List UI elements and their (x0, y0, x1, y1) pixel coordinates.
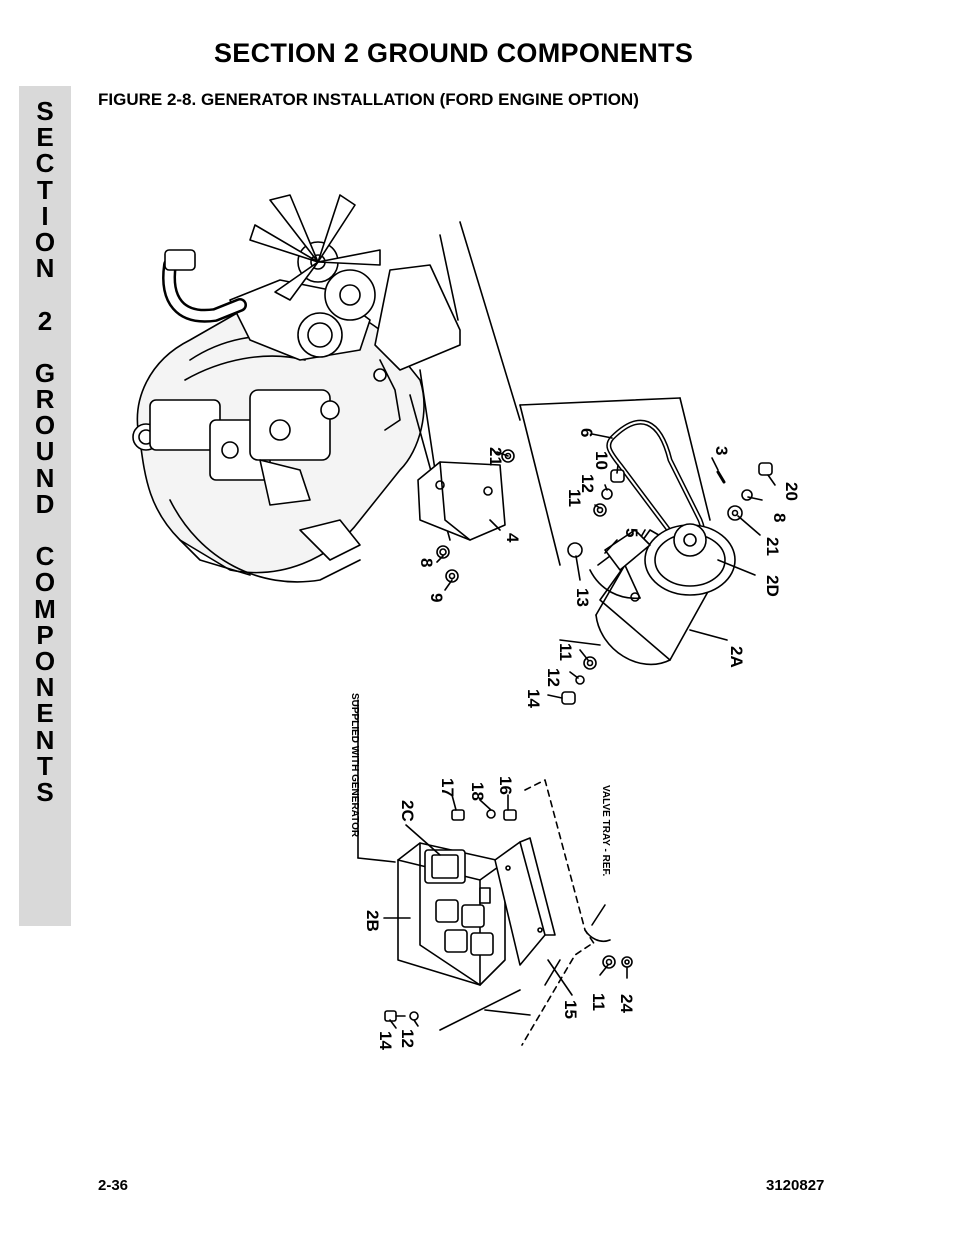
callout-9: 9 (427, 593, 446, 602)
figure-title: FIGURE 2-8. GENERATOR INSTALLATION (FORD… (98, 90, 639, 109)
side-tab-letter: U (35, 436, 55, 467)
section-title: SECTION 2 GROUND COMPONENTS (214, 38, 694, 68)
callout-18: 18 (468, 782, 487, 801)
callout-11a: 11 (565, 489, 584, 507)
side-tab-letter: S (36, 96, 54, 126)
supplied-with-generator-note: SUPPLIED WITH GENERATOR (349, 693, 360, 838)
page-number: 2-36 (98, 1177, 129, 1194)
callout-21b: 21 (763, 537, 782, 556)
callout-21a: 21 (486, 447, 505, 466)
callout-3: 3 (712, 446, 731, 455)
side-tab-letter: S (36, 776, 54, 807)
side-tab-letter: N (35, 724, 55, 755)
side-tab-letter: G (34, 357, 56, 388)
side-tab-letter: O (34, 645, 56, 676)
callout-15: 15 (561, 1000, 580, 1019)
side-tab-letter: O (34, 567, 56, 598)
side-tab-letter: N (35, 672, 55, 703)
callout-12a: 12 (578, 474, 597, 493)
valve-tray-ref-note: VALVE TRAY - REF. (600, 785, 611, 877)
callout-12c: 12 (398, 1029, 417, 1048)
callout-6: 6 (577, 428, 596, 437)
mounting-bracket-4 (417, 461, 506, 541)
callout-4: 4 (503, 533, 522, 543)
callout-2d: 2D (763, 575, 782, 597)
side-tab-letter: C (35, 541, 55, 572)
callout-10: 10 (592, 451, 611, 470)
callout-24: 24 (617, 994, 636, 1013)
side-tab-letter: C (35, 148, 55, 179)
side-tab-letter: E (36, 698, 54, 729)
side-tab-letter: 2 (37, 305, 53, 336)
document-number: 3120827 (766, 1177, 825, 1194)
callout-2b: 2B (363, 910, 382, 932)
side-tab-letter: T (37, 174, 53, 205)
side-tab-letter: I (41, 200, 49, 231)
callout-13: 13 (573, 588, 592, 607)
callout-2a: 2A (727, 646, 746, 668)
callout-11b: 11 (556, 643, 575, 661)
callout-12b: 12 (544, 668, 563, 687)
side-tab-letter: O (34, 226, 56, 257)
side-tab-letter: T (37, 750, 53, 781)
side-tab-letter: D (35, 488, 55, 519)
engine-illustration (132, 194, 461, 583)
callout-14a: 14 (524, 689, 543, 708)
side-tab-letter: E (36, 122, 54, 153)
callout-17: 17 (438, 778, 457, 797)
side-tab-letter: R (35, 384, 55, 415)
outlet-box-2b (397, 842, 506, 986)
callout-11c: 11 (589, 993, 608, 1011)
callout-16: 16 (496, 776, 515, 795)
callout-20: 20 (782, 482, 801, 501)
side-tab-letter: M (34, 593, 56, 624)
side-tab-letter: N (35, 462, 55, 493)
side-tab-letter: O (34, 410, 56, 441)
callout-14b: 14 (376, 1031, 395, 1050)
callout-8a: 8 (770, 513, 789, 522)
callout-2c: 2C (398, 800, 417, 822)
callout-8b: 8 (417, 558, 436, 567)
side-tab-letter: N (35, 253, 55, 284)
callout-5: 5 (622, 528, 641, 537)
side-tab-letter: P (36, 619, 54, 650)
